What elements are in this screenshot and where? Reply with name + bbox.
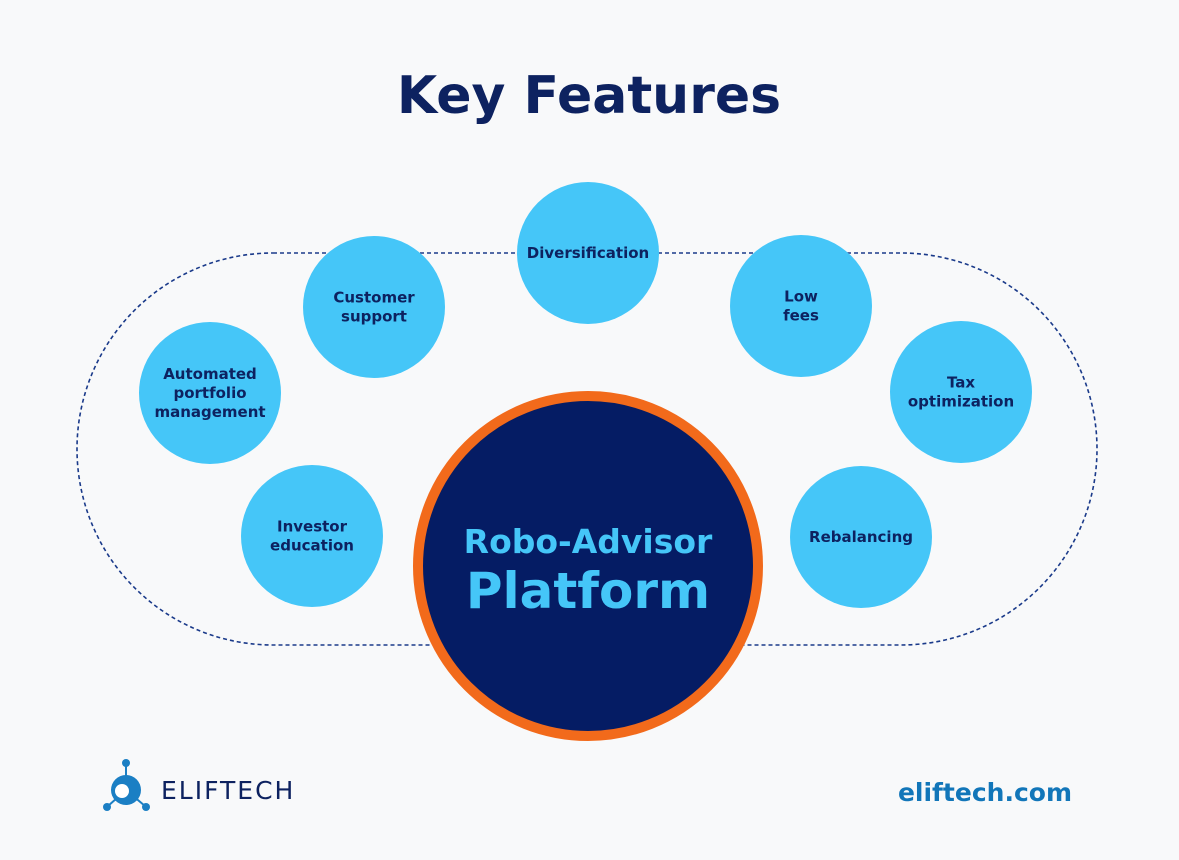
- feature-label-line: Rebalancing: [809, 528, 913, 546]
- feature-circle: [241, 465, 383, 607]
- website-link[interactable]: eliftech.com: [898, 778, 1072, 807]
- feature-rebalancing: Rebalancing: [790, 466, 932, 608]
- feature-label-line: fees: [783, 307, 819, 325]
- center-title-line2: Platform: [466, 562, 710, 620]
- feature-label-line: optimization: [908, 393, 1014, 411]
- feature-label-line: Automated: [163, 365, 257, 383]
- feature-label-line: education: [270, 537, 354, 555]
- feature-label-line: Low: [784, 288, 818, 306]
- feature-diversification: Diversification: [517, 182, 659, 324]
- center-circle: [413, 391, 763, 741]
- feature-circle: [790, 466, 932, 608]
- eliftech-logo-icon: [103, 759, 150, 811]
- feature-circle: [139, 322, 281, 464]
- feature-label: Diversification: [527, 244, 649, 262]
- feature-circle: [890, 321, 1032, 463]
- feature-label-line: Customer: [333, 289, 415, 307]
- page-title: Key Features: [397, 66, 781, 126]
- feature-circle: [303, 236, 445, 378]
- center-platform: Robo-Advisor Platform: [413, 391, 763, 741]
- eliftech-logo-text: ELIFTECH: [161, 776, 295, 805]
- feature-label-line: support: [341, 308, 407, 326]
- feature-label-line: portfolio: [173, 384, 246, 402]
- feature-circle: [517, 182, 659, 324]
- eliftech-logo: ELIFTECH: [103, 759, 295, 811]
- feature-label-line: Diversification: [527, 244, 649, 262]
- center-title-line1: Robo-Advisor: [464, 522, 713, 561]
- feature-label-line: management: [154, 403, 265, 421]
- feature-circle: [730, 235, 872, 377]
- feature-label: Rebalancing: [809, 528, 913, 546]
- feature-label-line: Tax: [947, 374, 975, 392]
- feature-label-line: Investor: [277, 518, 348, 536]
